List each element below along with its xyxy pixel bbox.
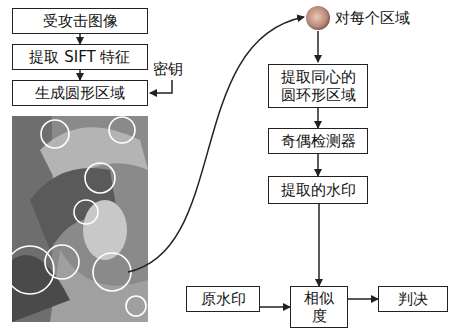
process-box: 提取的水印 xyxy=(268,176,368,204)
flow-arrow xyxy=(348,298,378,300)
box-text: 提取同心的 圆环形区域 xyxy=(275,68,361,104)
flow-arrow xyxy=(317,108,319,128)
process-box: 提取 SIFT 特征 xyxy=(12,44,148,70)
process-box: 受攻击图像 xyxy=(12,8,148,34)
lena-image xyxy=(12,116,148,322)
key-arrow xyxy=(150,80,172,93)
box-text: 判决 xyxy=(398,290,428,308)
process-box: 判决 xyxy=(378,286,448,312)
key-label: 密钥 xyxy=(152,60,184,78)
process-box: 原水印 xyxy=(186,286,260,312)
box-text: 提取 SIFT 特征 xyxy=(29,48,130,66)
region-thumbnail xyxy=(306,6,330,30)
flow-arrow xyxy=(79,70,81,80)
box-text: 原水印 xyxy=(201,290,246,308)
process-box: 奇偶检测器 xyxy=(268,128,368,154)
box-text: 奇偶检测器 xyxy=(281,132,356,150)
process-box: 相似度 xyxy=(290,286,348,328)
region-label: 对每个区域 xyxy=(334,9,411,27)
process-box: 提取同心的 圆环形区域 xyxy=(268,64,368,108)
box-text: 相似度 xyxy=(297,289,341,325)
flow-arrow xyxy=(260,306,290,308)
box-text: 受攻击图像 xyxy=(43,12,118,30)
flow-arrow xyxy=(79,34,81,44)
box-text: 生成圆形区域 xyxy=(35,84,125,102)
flow-arrow xyxy=(317,154,319,176)
flow-arrow xyxy=(317,31,319,62)
flow-arrow xyxy=(318,204,320,286)
box-text: 提取的水印 xyxy=(281,181,356,199)
process-box: 生成圆形区域 xyxy=(12,80,148,106)
